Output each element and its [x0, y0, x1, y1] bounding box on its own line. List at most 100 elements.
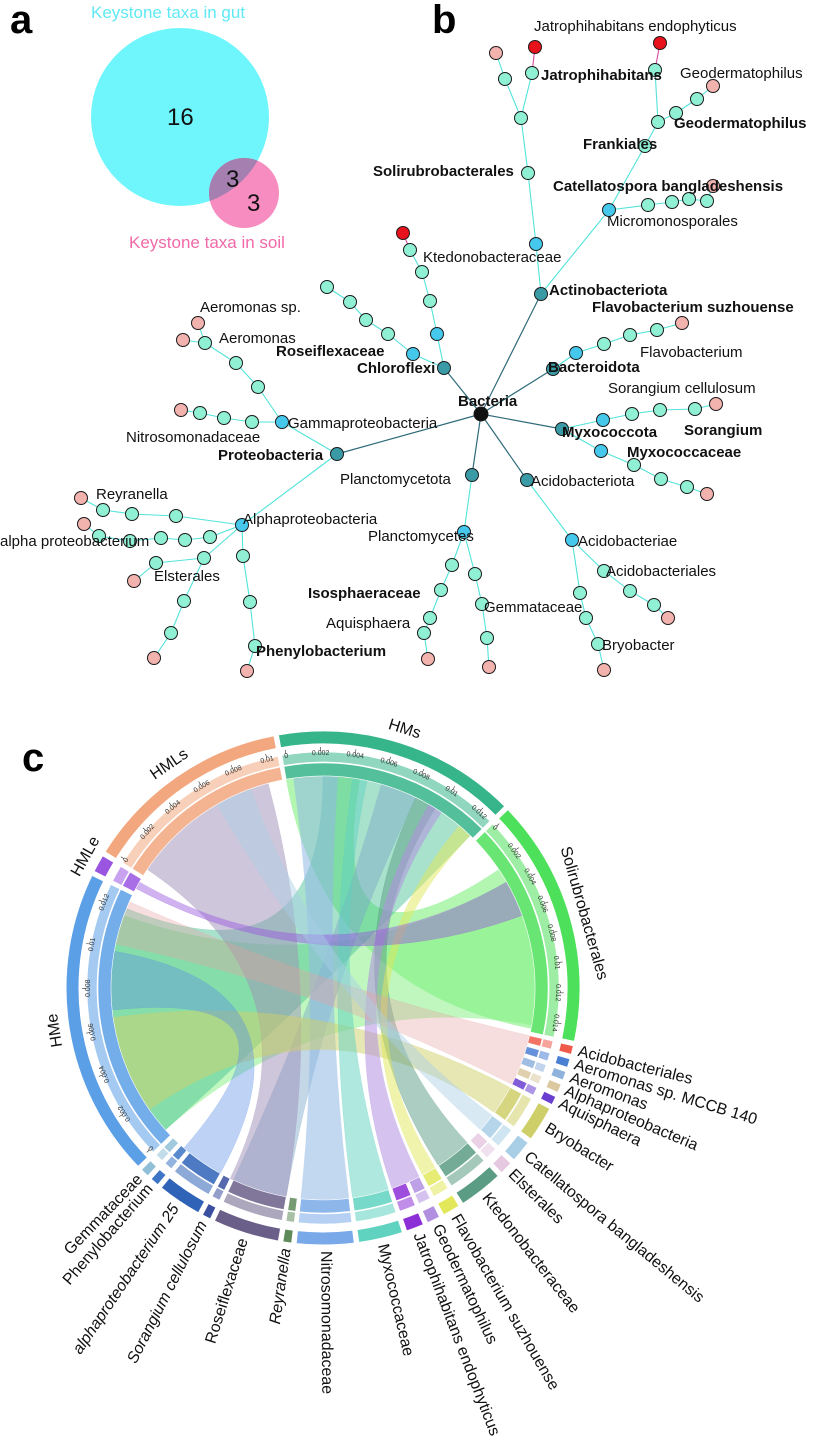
tree-label-myxococcaceae: Myxococcaceae	[627, 444, 741, 461]
tree-label-chloroflexi: Chloroflexi	[357, 360, 435, 377]
tree-node	[96, 503, 110, 517]
chord-track-segment	[485, 823, 560, 1038]
tree-node	[573, 586, 587, 600]
chord-inner-segment	[227, 1179, 287, 1210]
tree-node	[396, 226, 410, 240]
venn-shared-count: 3	[226, 166, 239, 193]
chord-track-segment	[112, 866, 130, 886]
tree-node	[164, 626, 178, 640]
chord-track-segment	[281, 751, 491, 829]
chord-track-segment	[396, 1195, 416, 1212]
tree-label-planctomycetota: Planctomycetota	[340, 471, 452, 488]
tree-label-aquisphaera: Aquisphaera	[326, 615, 411, 632]
tree-edge	[504, 78, 522, 119]
chord-inner-segment	[180, 1152, 221, 1186]
tree-label-flavobacterium: Flavobacterium	[640, 344, 743, 361]
tree-edge	[526, 479, 573, 541]
tree-node	[641, 198, 655, 212]
tree-node	[546, 362, 560, 376]
chord-sector-hmle	[93, 854, 115, 878]
tree-label-ktedonobacteraceae: Ktedonobacteraceae	[423, 249, 561, 266]
tree-node	[430, 327, 444, 341]
tree-node	[521, 166, 535, 180]
chord-inner-segment	[216, 1174, 231, 1191]
tree-node	[602, 203, 616, 217]
tree-node	[596, 413, 610, 427]
tree-label-geodermatophilus: Geodermatophilus	[674, 115, 807, 132]
chord-tick-mark	[421, 768, 425, 773]
chord-track-segment	[428, 1179, 449, 1197]
tree-label-jatrophihabitans: Jatrophihabitans	[541, 67, 662, 84]
tree-edge	[155, 557, 205, 564]
venn-soil-only-count: 3	[247, 190, 260, 217]
chord-sector-phenylobacterium	[150, 1168, 167, 1186]
chord-tick-mark	[285, 749, 287, 754]
chord-tick-mark	[98, 1074, 103, 1077]
tree-node	[597, 663, 611, 677]
chord-sector-reyranella	[282, 1228, 294, 1244]
tree-edge	[480, 293, 542, 415]
chord-sector-ktedonobacteraceae	[455, 1165, 499, 1205]
tree-node	[473, 406, 489, 422]
chord-sector-aquisphaera	[539, 1090, 557, 1106]
tree-node	[520, 473, 534, 487]
chord-tick-mark	[557, 1022, 562, 1025]
tree-node	[235, 518, 249, 532]
tree-edge	[183, 557, 205, 602]
chord-inner-segment	[438, 1142, 477, 1178]
chord-tick-label: 0.012	[554, 984, 561, 1002]
tree-node	[176, 333, 190, 347]
tree-node	[125, 507, 139, 521]
tree-node	[248, 639, 262, 653]
tree-node	[653, 36, 667, 50]
tree-label-aeromonas: Aeromonas	[219, 330, 296, 347]
chord-tick-mark	[452, 786, 456, 790]
chord-sector-gemmataceae	[140, 1159, 158, 1177]
tree-node	[217, 411, 231, 425]
chord-tick-mark	[198, 781, 201, 786]
chord-sector-acidobacteriales	[558, 1042, 575, 1056]
tree-node	[569, 346, 583, 360]
tree-node	[415, 265, 429, 279]
tree-label-acidobacteriales: Acidobacteriales	[606, 563, 716, 580]
tree-label-planctomycetes: Planctomycetes	[368, 528, 474, 545]
tree-label-bacteroidota: Bacteroidota	[548, 359, 640, 376]
chord-ribbon	[110, 950, 255, 1174]
chord-label-sorangium: Sorangium cellulosum	[124, 1218, 211, 1366]
chord-sector-aeromonas	[550, 1066, 567, 1081]
chord-tick-mark	[480, 807, 484, 811]
tree-node	[421, 652, 435, 666]
chord-tick-label: 0.01	[260, 755, 275, 765]
tree-edge	[520, 72, 533, 119]
chord-tick-mark	[86, 943, 91, 945]
tree-node	[359, 313, 373, 327]
tree-label-sorangium: Sorangium	[684, 422, 762, 439]
tree-node	[320, 280, 334, 294]
chord-track-segment	[537, 1049, 551, 1062]
tree-node	[177, 594, 191, 608]
chord-tick-mark	[142, 827, 147, 831]
tree-node	[647, 598, 661, 612]
chord-track-segment	[211, 1187, 225, 1201]
chord-inner-segment	[283, 762, 483, 839]
chord-inner-segment	[480, 1115, 504, 1139]
tree-label-alpha-proteobacterium: alpha proteobacterium	[0, 533, 149, 550]
tree-node	[92, 529, 106, 543]
tree-node	[275, 415, 289, 429]
tree-node	[236, 549, 250, 563]
tree-label-bryobacter: Bryobacter	[602, 637, 675, 654]
chord-tick-label: 0	[284, 753, 289, 761]
tree-node	[423, 611, 437, 625]
chord-tick-mark	[86, 1032, 91, 1034]
tree-node	[174, 403, 188, 417]
tree-node	[653, 403, 667, 417]
chord-sector-roseiflexaceae	[213, 1208, 282, 1242]
chord-sector-myxococcaceae	[356, 1219, 404, 1244]
tree-node	[193, 406, 207, 420]
tree-label-acidobacteriae: Acidobacteriae	[578, 533, 677, 550]
tree-edge	[480, 413, 563, 430]
chord-track-segment	[490, 1123, 512, 1147]
chord-sector-solirubrobacterales	[497, 808, 581, 1043]
tree-edge	[463, 474, 473, 533]
chord-inner-segment	[97, 888, 171, 1145]
